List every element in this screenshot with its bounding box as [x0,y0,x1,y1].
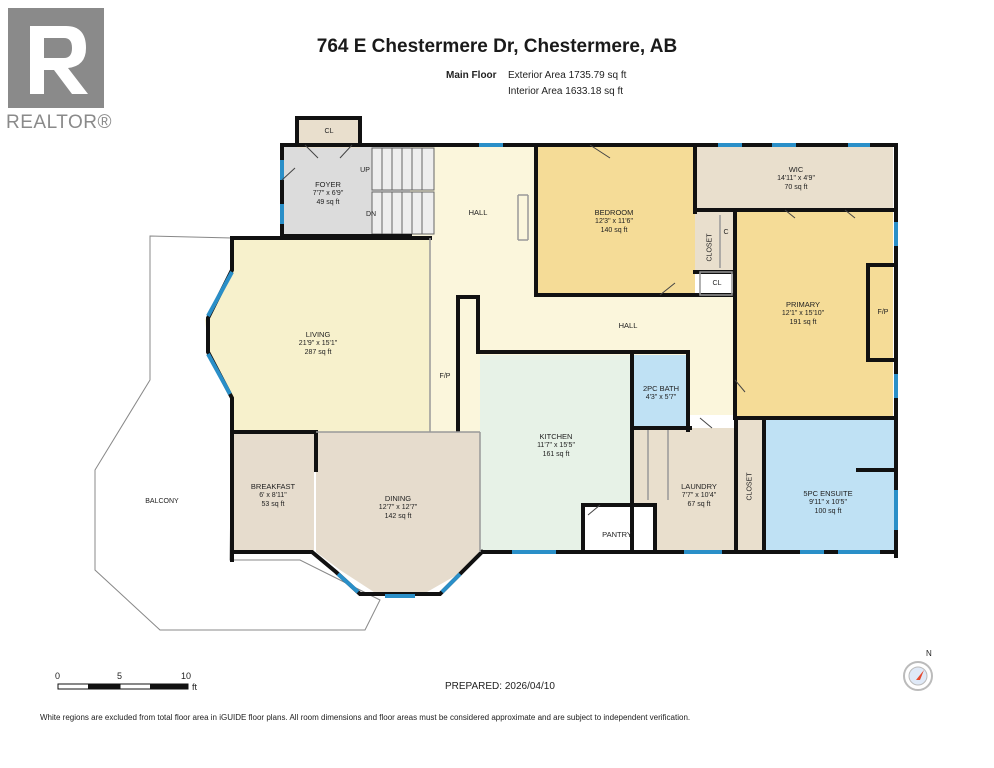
floor-name: Main Floor [446,70,497,81]
room-fill-ensuite [764,418,894,552]
room-fill-bath [634,355,688,428]
room-fill-pantry [583,505,655,552]
partitions [316,194,733,552]
stairs [371,147,435,235]
room-label-5pc-ensuite: 5PC ENSUITE 9'11" x 10'5" 100 sq ft [803,489,853,515]
room-label-breakfast: BREAKFAST 6' x 8'11" 53 sq ft [250,482,296,508]
prepared-date: PREPARED: 2026/04/10 [445,681,555,692]
scale-tick-0: 0 [55,671,61,681]
room-fill-wic [697,145,893,209]
windows [206,143,898,598]
room-fill-hall-left [430,295,480,432]
compass-label: N [926,649,932,658]
label-closet-c: C [723,229,729,236]
room-fill-closet-laundry [738,418,764,552]
room-label-laundry: LAUNDRY 7'7" x 10'4" 67 sq ft [681,482,717,508]
room-fill-bedroom [538,145,695,295]
room-label-bedroom: BEDROOM 12'3" x 11'6" 140 sq ft [594,208,634,234]
scale-tick-5: 5 [117,671,123,681]
disclaimer-text: White regions are excluded from total fl… [40,713,691,722]
label-closet-primary: CLOSET [706,233,714,262]
room-label-pantry: PANTRY [602,530,632,539]
compass-icon [903,661,933,691]
exterior-area: Exterior Area 1735.79 sq ft [508,70,627,81]
scale-tick-10: 10 [181,671,192,681]
scale-bar [57,683,189,690]
room-label-kitchen: KITCHEN 11'7" x 15'5" 161 sq ft [537,432,575,458]
doors [281,144,856,516]
room-fill-dining [316,432,480,596]
room-label-wic: WIC 14'11" x 4'9" 70 sq ft [777,165,815,191]
room-label-balcony: BALCONY [145,498,179,505]
label-closet-top: CL [324,128,334,135]
realtor-r-icon [30,26,88,94]
room-fill-hall-mid2 [688,355,735,415]
page-title: 764 E Chestermere Dr, Chestermere, AB [316,36,678,57]
label-stairs-down: DN [365,211,377,218]
room-fill-hall-mid [478,295,735,355]
label-stairs-up: UP [360,167,370,174]
realtor-logo: REALTOR® [6,8,112,138]
room-label-2pc-bath: 2PC BATH 4'3" x 5'7" [642,384,680,401]
label-closet-mid: CL [712,280,722,287]
room-label-foyer: FOYER 7'7" x 6'9" 49 sq ft [312,180,344,206]
label-fireplace-primary: F/P [877,309,889,316]
room-label-hall-mid: HALL [618,321,638,330]
scale-unit: ft [192,682,198,692]
room-fill-breakfast [232,432,314,552]
room-label-hall-top: HALL [468,208,488,217]
room-fill-living [205,240,430,432]
room-fill-closet-c [695,212,735,272]
interior-area: Interior Area 1633.18 sq ft [508,86,624,97]
realtor-logo-mark [8,8,104,108]
label-closet-laundry: CLOSET [746,472,754,501]
label-fireplace-living: F/P [439,373,451,380]
room-label-primary: PRIMARY 12'1" x 15'10" 191 sq ft [781,300,825,326]
room-label-dining: DINING 12'7" x 12'7" 142 sq ft [378,494,418,520]
room-label-living: LIVING 21'9" x 15'1" 287 sq ft [298,330,338,356]
realtor-logo-text: REALTOR® [6,112,112,133]
